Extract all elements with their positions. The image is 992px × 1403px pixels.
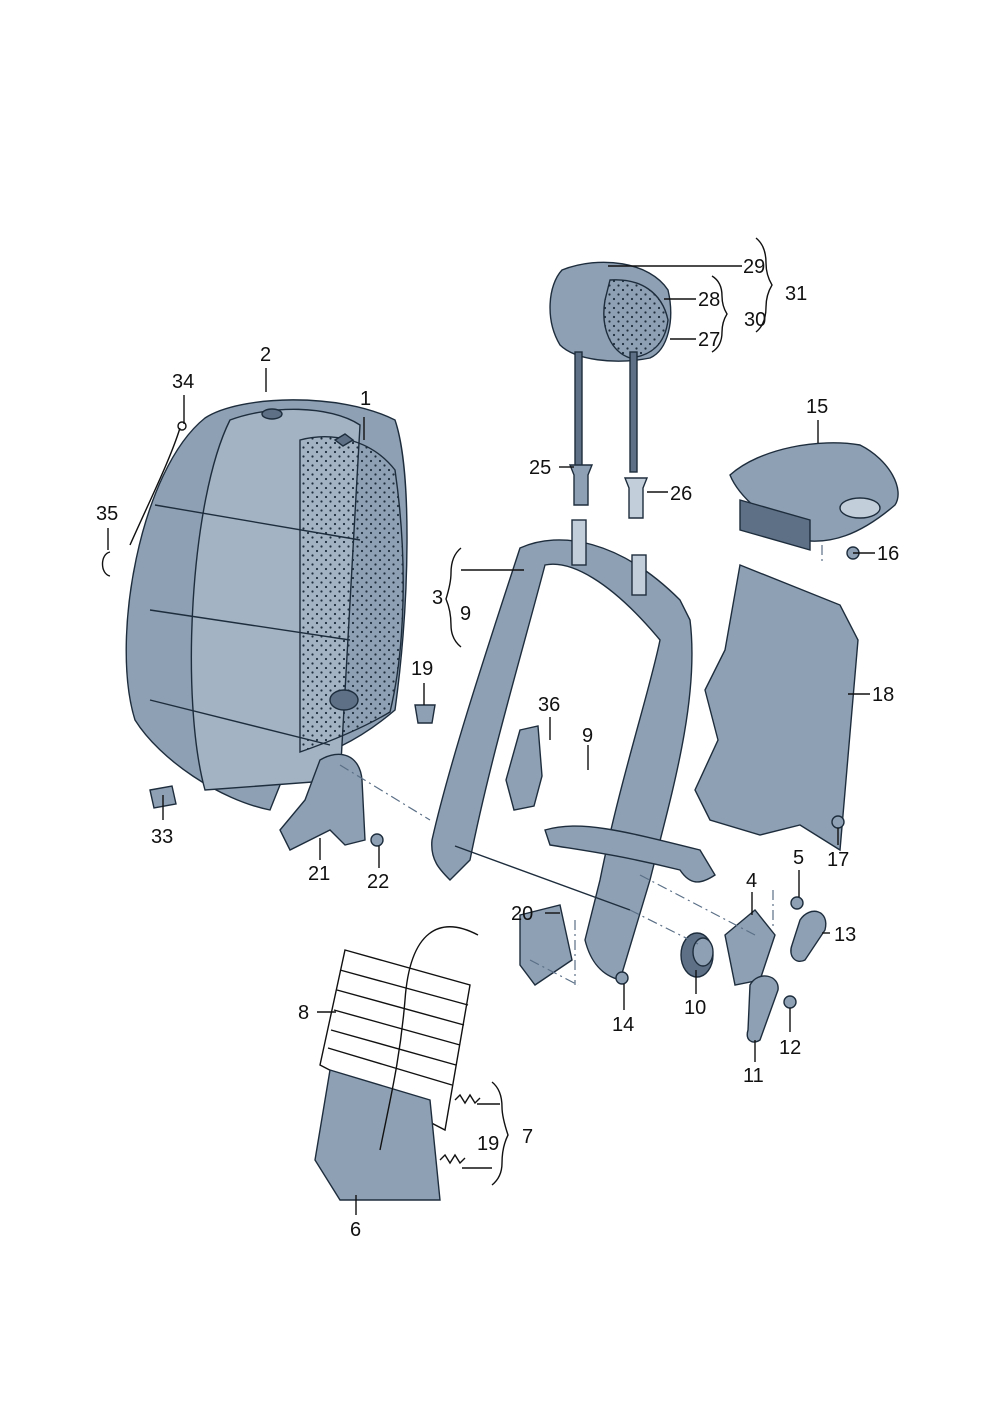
part-label: 25 <box>529 457 551 479</box>
part-label: 33 <box>151 826 173 848</box>
part-label: 19 <box>411 658 433 680</box>
part-label: 1 <box>360 388 371 410</box>
part-label: 31 <box>785 283 807 305</box>
part-label: 10 <box>684 997 706 1019</box>
part-label: 26 <box>670 483 692 505</box>
part-label: 2 <box>260 344 271 366</box>
lumbar-plate-6 <box>314 1069 441 1201</box>
springs-7 <box>439 1093 481 1165</box>
part-label: 19 <box>477 1133 499 1155</box>
part-label: 12 <box>779 1037 801 1059</box>
screws <box>370 546 860 1009</box>
part-label: 15 <box>806 396 828 418</box>
part-label: 22 <box>367 871 389 893</box>
part-label: 11 <box>743 1065 764 1087</box>
part-label: 14 <box>612 1014 634 1036</box>
knob-10 <box>680 932 714 978</box>
bracket-4 <box>724 909 776 986</box>
part-label: 27 <box>698 329 720 351</box>
part-label: 8 <box>298 1002 309 1024</box>
part-label: 34 <box>172 371 194 393</box>
part-label: 7 <box>522 1126 533 1148</box>
back-panel-18 <box>694 564 859 852</box>
headrest-guides <box>568 464 649 519</box>
part-label: 9 <box>460 603 471 625</box>
part-label: 29 <box>743 256 765 278</box>
assembly-lines <box>339 545 823 986</box>
part-label: 17 <box>827 849 849 871</box>
part-label: 21 <box>308 863 330 885</box>
headrest <box>549 261 672 473</box>
side-trim-21 <box>279 753 366 851</box>
cover-panel-15 <box>729 442 899 551</box>
lever-11 <box>746 975 779 1043</box>
part-label: 5 <box>793 847 804 869</box>
part-36 <box>505 725 543 811</box>
part-label: 36 <box>538 694 560 716</box>
adjustment-cable <box>379 926 479 1151</box>
lever-13 <box>790 910 827 962</box>
part-label: 6 <box>350 1219 361 1241</box>
lumbar-tube <box>544 825 716 883</box>
backrest-frame <box>431 519 693 981</box>
part-label: 20 <box>511 903 533 925</box>
part-number-labels: 1 2 3 9 4 5 6 7 8 9 10 11 12 13 14 15 16… <box>96 256 899 1241</box>
part-label: 4 <box>746 870 757 892</box>
part-label: 35 <box>96 503 118 525</box>
part-label: 16 <box>877 543 899 565</box>
part-label: 3 <box>432 587 443 609</box>
lumbar-mesh-8 <box>319 949 471 1132</box>
leader-lines <box>107 265 875 1215</box>
wire-rod <box>101 421 187 577</box>
part-label: 18 <box>872 684 894 706</box>
part-label: 30 <box>744 309 766 331</box>
backrest-cushion <box>125 399 408 811</box>
part-label: 9 <box>582 725 593 747</box>
label-brackets <box>445 237 773 1186</box>
part-label: 28 <box>698 289 720 311</box>
part-label: 13 <box>834 924 856 946</box>
